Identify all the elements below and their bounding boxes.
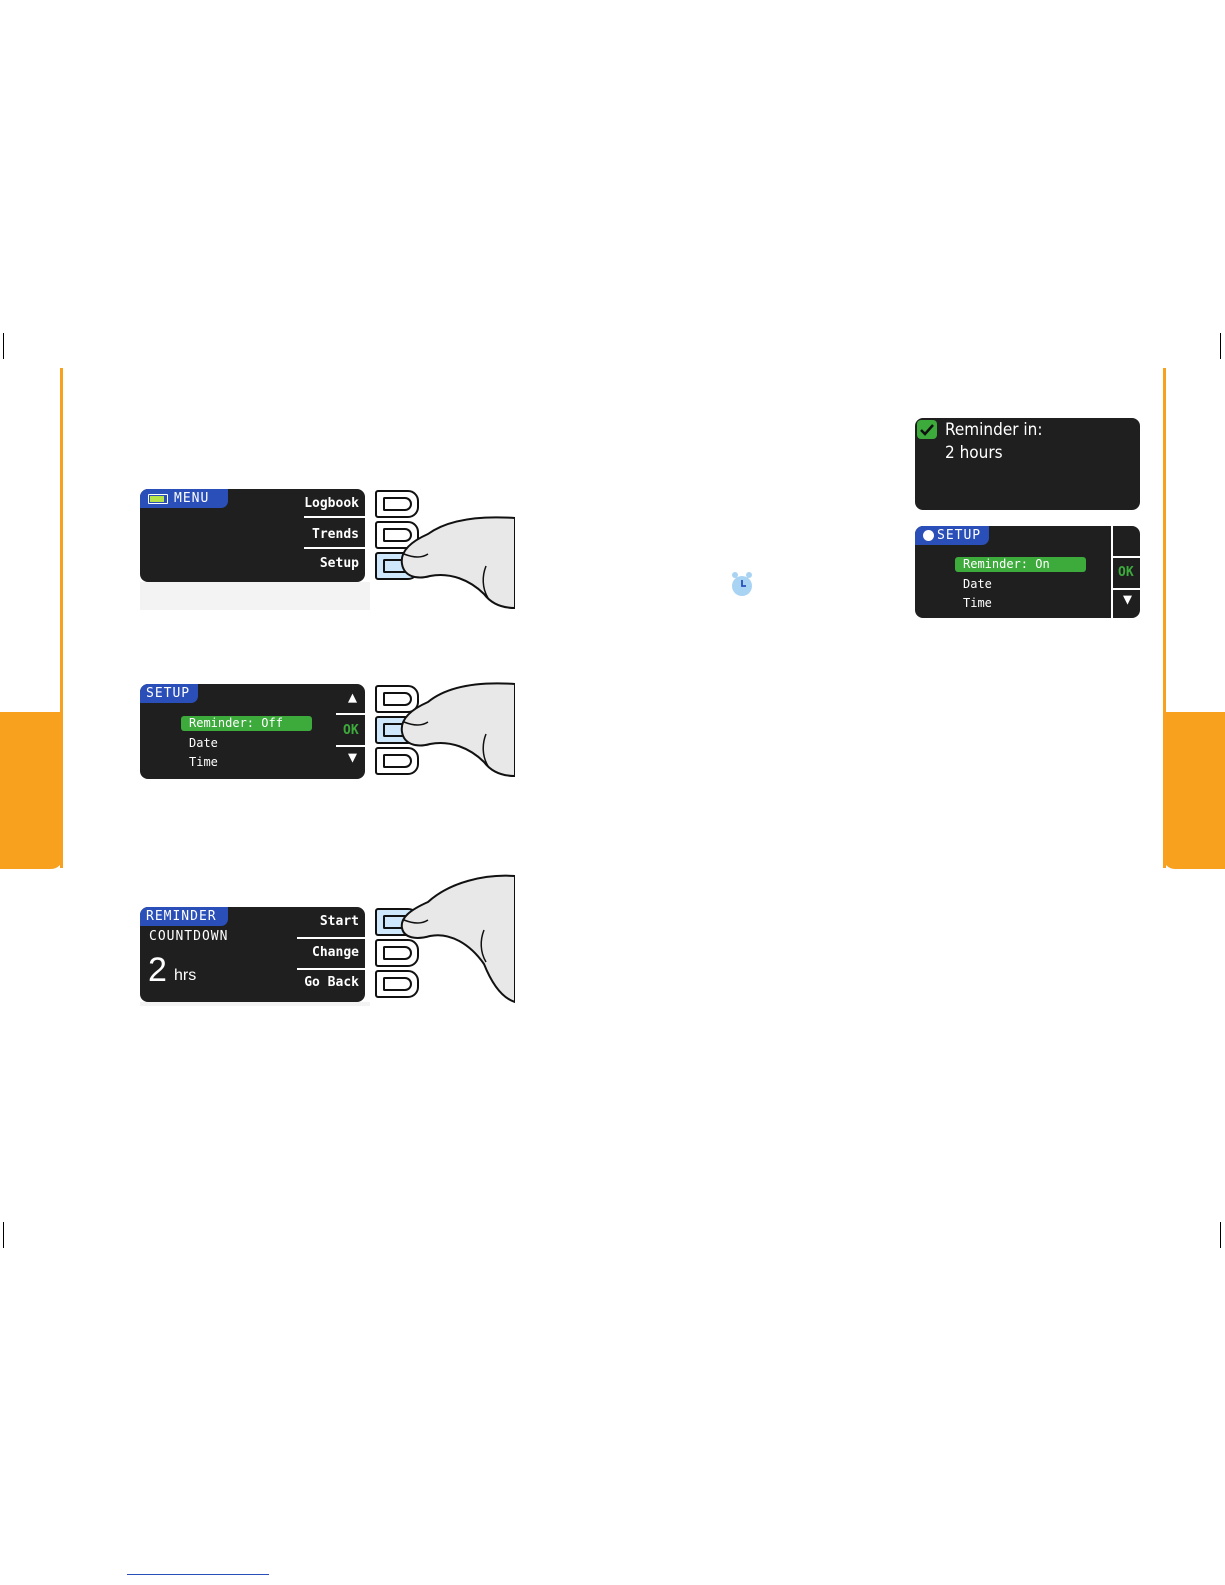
menu-item-date[interactable]: Date — [189, 736, 218, 750]
left-section-tab — [0, 712, 63, 869]
right-section-tab — [1163, 712, 1225, 869]
softkey-divider — [1111, 556, 1140, 558]
screen-title: SETUP — [937, 528, 981, 543]
screen-header: SETUP — [140, 684, 198, 703]
footer-link-underline[interactable] — [127, 1574, 269, 1575]
crop-mark — [3, 1222, 4, 1248]
softkey-go-back[interactable]: Go Back — [304, 975, 359, 990]
meter-side-bezel — [140, 582, 370, 610]
softkey-divider — [297, 937, 365, 939]
softkey-change[interactable]: Change — [312, 945, 359, 960]
softkey-up-arrow-icon[interactable]: ▲ — [348, 688, 357, 706]
softkey-divider — [304, 547, 365, 549]
softkey-setup[interactable]: Setup — [320, 556, 359, 571]
meter-screen-setup-off: SETUP Reminder: Off Date Time ▲ OK ▼ — [140, 684, 365, 779]
meter-side-bezel — [140, 1002, 370, 1006]
softkey-down-arrow-icon[interactable]: ▼ — [1123, 590, 1132, 608]
battery-icon — [148, 494, 168, 504]
screen-header: MENU — [140, 489, 228, 508]
softkey-divider — [336, 713, 365, 715]
finger-press-illustration — [400, 680, 515, 780]
countdown-label: COUNTDOWN — [149, 929, 228, 944]
softkey-divider — [297, 968, 365, 970]
meter-screen-menu: MENU Logbook Trends Setup — [140, 489, 365, 582]
screen-header: REMINDER — [140, 907, 228, 926]
softkey-divider — [336, 745, 365, 747]
screen-title: MENU — [174, 491, 209, 506]
alarm-clock-icon — [923, 530, 934, 541]
countdown-unit: hrs — [174, 967, 196, 985]
crop-mark — [1220, 1222, 1221, 1248]
softkey-trends[interactable]: Trends — [312, 527, 359, 542]
meter-screen-reminder: REMINDER COUNTDOWN 2 hrs Start Change Go… — [140, 907, 365, 1002]
softkey-logbook[interactable]: Logbook — [304, 496, 359, 511]
softkey-down-arrow-icon[interactable]: ▼ — [348, 748, 357, 766]
softkey-divider — [304, 516, 365, 518]
menu-item-time[interactable]: Time — [189, 755, 218, 769]
crop-mark — [3, 333, 4, 359]
menu-item-time[interactable]: Time — [963, 596, 992, 610]
countdown-value: 2 — [148, 951, 167, 990]
softkey-ok[interactable]: OK — [1118, 565, 1134, 580]
meter-screen-setup-on: SETUP Reminder: On Date Time OK ▼ — [915, 526, 1140, 618]
menu-item-reminder-selected[interactable]: Reminder: Off — [181, 716, 312, 731]
softkey-ok[interactable]: OK — [343, 723, 359, 738]
finger-press-illustration — [400, 874, 515, 1004]
confirmation-line-2: 2 hours — [945, 443, 1003, 463]
finger-press-illustration — [400, 510, 515, 610]
checkmark-icon — [917, 420, 937, 439]
softkey-start[interactable]: Start — [320, 914, 359, 929]
meter-screen-confirmation: Reminder in: 2 hours — [915, 418, 1140, 510]
crop-mark — [1220, 333, 1221, 359]
screen-header: SETUP — [915, 526, 989, 545]
menu-item-date[interactable]: Date — [963, 577, 992, 591]
menu-item-reminder-selected[interactable]: Reminder: On — [955, 557, 1086, 572]
softkey-column-divider — [1111, 526, 1113, 618]
confirmation-line-1: Reminder in: — [945, 420, 1042, 440]
alarm-clock-icon — [730, 571, 754, 597]
